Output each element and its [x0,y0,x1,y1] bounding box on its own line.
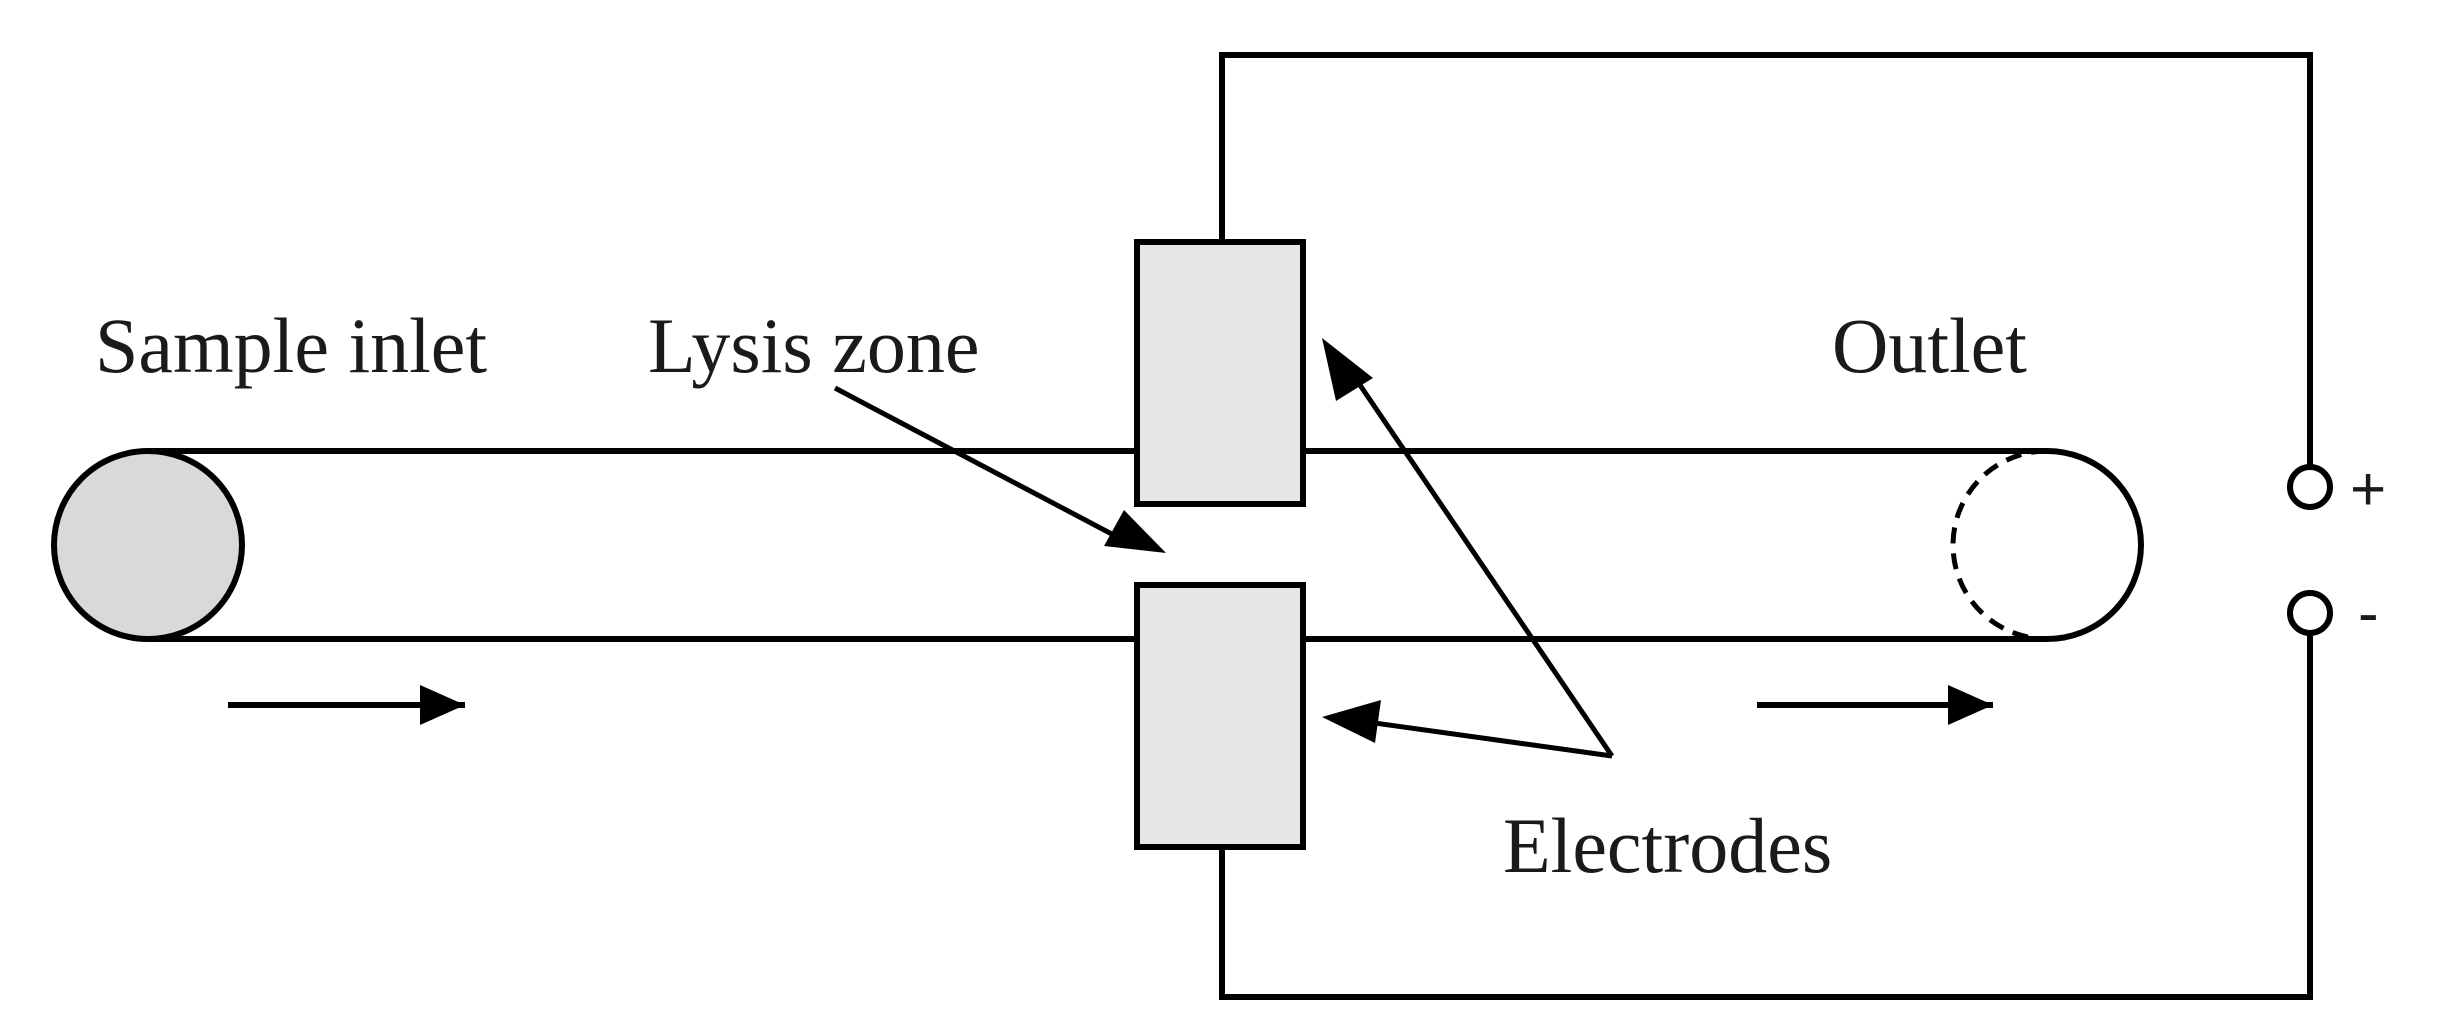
inlet-flow-arrowhead [420,685,465,725]
electrodes-arrowhead-bottom [1322,700,1381,743]
electrodes-pointer-bottom [1359,718,1613,759]
top-wire [1219,52,2313,470]
electrodes-label: Electrodes [1503,802,1832,889]
channel [148,448,2144,642]
electrodes-arrowhead-top [1322,338,1373,401]
bottom-electrode [1134,582,1306,850]
electrodes-pointer-top [1344,364,1615,758]
outlet-reservoir [1950,448,2048,642]
circuit-wires [1219,52,2313,1000]
inlet-reservoir [51,448,245,642]
positive-sign: + [2350,455,2386,524]
bottom-wire [1219,631,2313,1000]
lysis-zone-arrowhead [1104,510,1166,553]
negative-terminal [2287,590,2333,636]
sample-inlet-label: Sample inlet [95,302,487,389]
positive-terminal [2287,464,2333,510]
lysis-zone-label: Lysis zone [648,302,979,389]
negative-sign: - [2358,579,2379,648]
lysis-zone-pointer [833,385,1127,544]
outlet-label: Outlet [1832,302,2027,389]
outlet-flow-arrowhead [1948,685,1993,725]
channel-end-cap [2046,448,2144,642]
top-electrode [1134,239,1306,507]
